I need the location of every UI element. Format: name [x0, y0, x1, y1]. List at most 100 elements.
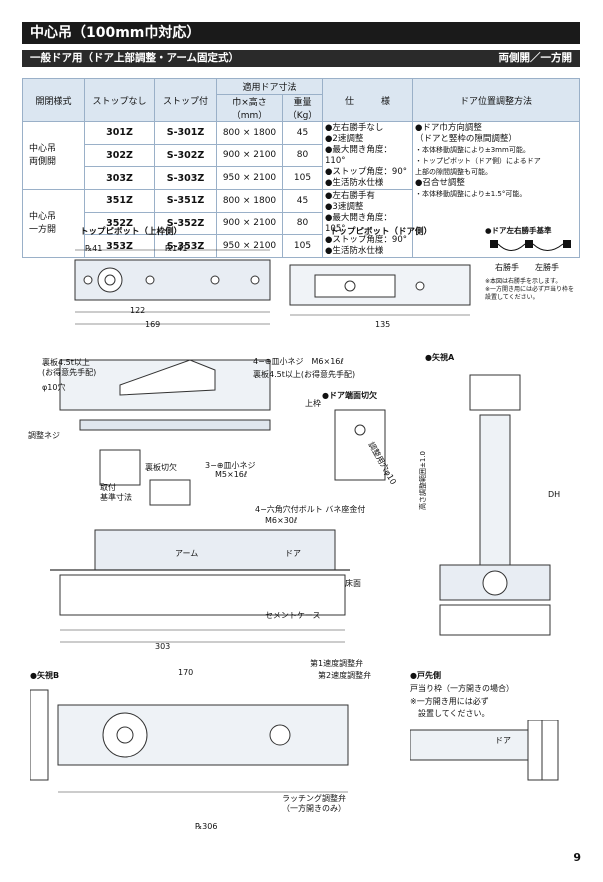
spec-line: ●2速調整: [325, 134, 364, 144]
spec-line: ●左右勝手有: [325, 191, 375, 201]
top-pivot-frame-title: トップピボット（上枠側）: [80, 227, 183, 237]
dim-135: 135: [375, 320, 391, 329]
door-weight: 45: [282, 189, 323, 213]
mount-ref-label: 取付: [100, 483, 116, 492]
arrow-view-b-title: ●矢視B: [30, 671, 60, 680]
spec-line: ●最大開き角度：105°: [325, 213, 392, 234]
door-size: 950 × 2100: [216, 166, 283, 190]
mode-group2: 中心吊 一方開: [22, 189, 85, 258]
speed-valve-2: 第2速度調整弁: [318, 671, 372, 680]
mode-line: 中心吊: [29, 143, 57, 154]
spec-group2: ●左右勝手有 ●3速調整 ●最大開き角度：105° ●ストップ角度：90° ●生…: [322, 189, 413, 258]
spec-line: ●左右勝手なし: [325, 123, 384, 133]
arrow-view-a-drawing: [439, 374, 551, 636]
door-end-cut-title: ●ドア端面切欠: [322, 391, 377, 400]
tosaki-note-2: ※一方開き用には必ず: [410, 697, 489, 706]
hand-reference-drawing: [490, 240, 571, 251]
mode-line: 両側開: [29, 156, 57, 167]
tosaki-note-3: 設置してください。: [418, 709, 490, 718]
hand-title: ●ドア左右勝手基準: [485, 226, 552, 235]
th-stop: ストップ付: [154, 78, 217, 122]
screw-label-1: 4−⊕皿小ネジ M6×16ℓ: [253, 357, 344, 366]
door-weight: 80: [282, 211, 323, 236]
adjust-screw-label: 調整ネジ: [28, 431, 60, 440]
tosaki-note-1: 戸当り枠（一方開きの場合）: [410, 684, 514, 693]
door-weight: 80: [282, 143, 323, 168]
model-stop: S-301Z: [154, 121, 217, 145]
page-number: 9: [573, 851, 581, 864]
backplate-cut-label: 裏板切欠: [145, 463, 177, 472]
dim-170: 170: [178, 668, 194, 677]
dim-306: ℞306: [195, 822, 218, 831]
dim-122: 122: [130, 306, 146, 315]
screw-label-3: 3−⊕皿小ネジ: [205, 461, 256, 470]
spec-line: ●ストップ角度：90°: [325, 167, 407, 177]
section-subtitle: 一般ドア用（ドア上部調整・アーム固定式） 両側開／一方開: [22, 50, 580, 67]
spec-line: ●生活防水仕様: [325, 246, 384, 256]
page-title: 中心吊（100mm巾対応）: [22, 22, 580, 44]
mode-group1: 中心吊 両側開: [22, 121, 85, 190]
left-hand-label: 左勝手: [535, 263, 559, 272]
th-size: 巾×高さ（mm）: [216, 94, 283, 122]
screw-label-3b: M5×16ℓ: [215, 470, 248, 479]
th-no-stop: ストップなし: [84, 78, 155, 122]
cement-case-label: セメントケース: [265, 611, 321, 620]
spec-line: ●生活防水仕様: [325, 178, 384, 188]
door-size: 800 × 1800: [216, 121, 283, 145]
dh-label: DH: [548, 490, 561, 499]
model-no-stop: 302Z: [84, 143, 155, 168]
arm-label: アーム: [175, 549, 199, 558]
arrow-view-a-title: ●矢視A: [425, 353, 455, 362]
spec-line: ●3速調整: [325, 202, 364, 212]
adjust-line: 上部の隙間調整も可能。: [415, 168, 492, 176]
hole-label: φ10穴: [42, 383, 66, 392]
dim-141: ℞141: [165, 244, 188, 253]
subtitle-right: 両側開／一方開: [498, 52, 573, 64]
tosaki-title: ●戸先側: [410, 671, 441, 680]
speed-valve-1: 第1速度調整弁: [310, 659, 364, 668]
mode-line: 一方開: [29, 224, 57, 235]
arrow-view-b-drawing: [30, 689, 349, 793]
spec-line: ●ストップ角度：90°: [325, 235, 407, 245]
spec-group1: ●左右勝手なし ●2速調整 ●最大開き角度：110° ●ストップ角度：90° ●…: [322, 121, 413, 190]
door-label: ドア: [285, 549, 301, 558]
model-no-stop: 303Z: [84, 166, 155, 190]
th-weight: 重量（Kg）: [282, 94, 323, 122]
dim-41: ℞41: [85, 244, 103, 253]
door-size: 900 × 2100: [216, 143, 283, 168]
model-stop: S-351Z: [154, 189, 217, 213]
model-stop: S-353Z: [154, 234, 217, 258]
floor-label: 床面: [345, 579, 361, 588]
backplate-label-2: 裏板4.5t以上(お得意先手配): [253, 370, 356, 379]
model-no-stop: 351Z: [84, 189, 155, 213]
door-weight: 105: [282, 166, 323, 190]
adjust-line: ●ドア巾方向調整: [415, 123, 482, 133]
upper-frame-label: 上枠: [305, 399, 321, 408]
adjust-line: （ドアと竪枠の隙間調整）: [415, 134, 517, 144]
th-mode: 開閉様式: [22, 78, 85, 122]
mode-line: 中心吊: [29, 211, 57, 222]
door-weight: 105: [282, 234, 323, 258]
adjust-line: ・トップピボット（ドア側）によるドア: [415, 157, 541, 165]
th-spec: 仕 様: [322, 78, 413, 122]
hand-note-2: ※一方開き用には必ず戸当り枠を設置してください。: [485, 286, 575, 301]
spec-table: 開閉様式 ストップなし ストップ付 適用ドア寸法 仕 様 ドア位置調整方法 巾×…: [22, 78, 580, 258]
th-adjust: ドア位置調整方法: [412, 78, 580, 122]
adjust-line: ・本体移動調整により±3mm可能。: [415, 146, 530, 154]
model-stop: S-302Z: [154, 143, 217, 168]
tosaki-door-label: ドア: [495, 736, 511, 745]
dim-303: 303: [155, 642, 171, 651]
side-section-drawing: [50, 359, 350, 643]
top-pivot-door-title: トップピボット（ドア側）: [330, 227, 433, 237]
th-door-size: 適用ドア寸法: [216, 78, 323, 95]
door-weight: 45: [282, 121, 323, 145]
top-pivot-door-drawing: [289, 264, 471, 316]
door-size: 950 × 2100: [216, 234, 283, 258]
door-size: 900 × 2100: [216, 211, 283, 236]
right-hand-label: 右勝手: [495, 263, 519, 272]
top-pivot-frame-drawing: [74, 249, 271, 325]
dim-169: 169: [145, 320, 161, 329]
door-size: 800 × 1800: [216, 189, 283, 213]
spec-line: ●最大開き角度：110°: [325, 145, 392, 166]
hand-note-1: ※本図は右勝手を示します。: [485, 278, 562, 285]
